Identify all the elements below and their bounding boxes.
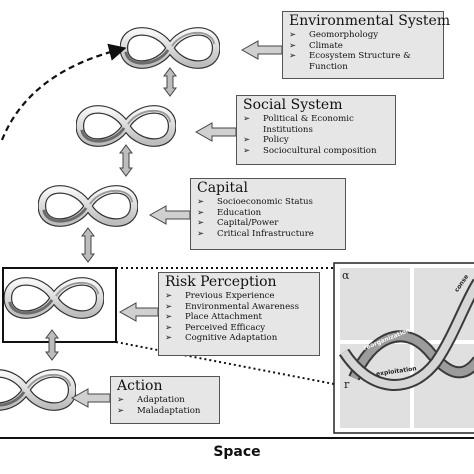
capital-title: Capital — [197, 180, 248, 196]
list-item: Ecosystem Structure & — [289, 51, 443, 62]
list-item: Cognitive Adaptation — [165, 333, 319, 344]
environmental-system-title: Environmental System — [289, 13, 451, 29]
loop-social — [80, 109, 172, 142]
list-item: Place Attachment — [165, 312, 319, 323]
list-item: Political & Economic — [243, 114, 395, 125]
inset-connector-bottom — [115, 341, 335, 385]
list-item: Perceived Efficacy — [165, 323, 319, 334]
space-axis-label: Space — [213, 444, 261, 460]
inset-r-label: r — [344, 378, 350, 391]
double-arrows — [45, 67, 177, 361]
loop-action — [0, 373, 72, 406]
risk-perception-box: Risk Perception Previous Experience Envi… — [158, 272, 320, 356]
list-item: Education — [197, 208, 345, 219]
list-item-continued: Function — [289, 62, 443, 73]
list-item: Socioeconomic Status — [197, 197, 345, 208]
list-item: Sociocultural composition — [243, 146, 395, 157]
risk-perception-title: Risk Perception — [165, 274, 277, 290]
list-item: Capital/Power — [197, 218, 345, 229]
loop-capital — [42, 189, 134, 222]
list-item: Climate — [289, 41, 443, 52]
highlight-frame — [2, 267, 117, 343]
social-system-title: Social System — [243, 97, 343, 113]
list-item: Maladaptation — [117, 406, 219, 417]
list-item: Previous Experience — [165, 291, 319, 302]
loop-environmental — [124, 31, 216, 64]
list-item-text: Institutions — [263, 124, 313, 135]
list-item: Environmental Awareness — [165, 302, 319, 313]
list-item-continued: Institutions — [243, 125, 395, 136]
list-item: Policy — [243, 135, 395, 146]
list-item: Geomorphology — [289, 30, 443, 41]
social-system-box: Social System Political & Economic Insti… — [236, 95, 396, 165]
adaptive-cycle-inset — [333, 262, 474, 434]
capital-box: Capital Socioeconomic Status Education C… — [190, 178, 346, 250]
cross-scale-arrow — [0, 43, 127, 141]
box-pointer-arrows — [70, 40, 283, 408]
action-title: Action — [117, 378, 163, 394]
list-item-text: Function — [309, 61, 348, 72]
action-box: Action Adaptation Maladaptation — [110, 376, 220, 424]
inset-alpha-label: α — [342, 269, 350, 282]
list-item: Critical Infrastructure — [197, 229, 345, 240]
environmental-system-box: Environmental System Geomorphology Clima… — [282, 11, 451, 79]
loop-risk-perception — [8, 281, 100, 314]
list-item: Adaptation — [117, 395, 219, 406]
